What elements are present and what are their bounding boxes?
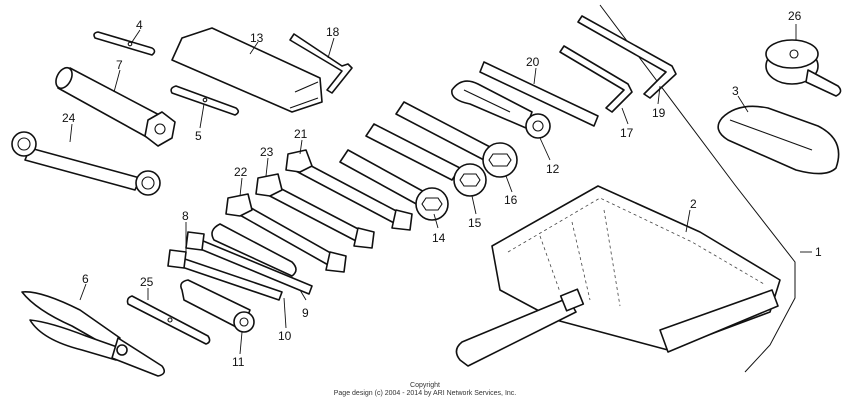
part-5-plate[interactable]: [170, 85, 240, 116]
part-13-tool-bag[interactable]: [171, 27, 323, 113]
callout-8[interactable]: 8: [182, 209, 189, 223]
callout-9[interactable]: 9: [302, 306, 309, 320]
part-15-ring-spanner[interactable]: [365, 123, 487, 197]
callout-4[interactable]: 4: [136, 18, 143, 32]
callout-5[interactable]: 5: [195, 129, 202, 143]
callout-2[interactable]: 2: [690, 197, 697, 211]
part-23-open-wrench[interactable]: [255, 173, 375, 249]
copyright-line: Page design (c) 2004 - 2014 by ARI Netwo…: [333, 390, 517, 397]
callout-21[interactable]: 21: [294, 127, 308, 141]
part-24-ring-wrench[interactable]: [11, 131, 161, 196]
part-11-plug-socket[interactable]: [180, 279, 255, 333]
part-14-ring-spanner[interactable]: [339, 149, 449, 221]
part-12-ratchet-wrench[interactable]: [451, 80, 551, 139]
assembly-outline: [599, 4, 796, 373]
part-7-socket-tube[interactable]: [53, 65, 176, 147]
part-17-hex-key[interactable]: [559, 45, 633, 113]
part-10-screwdriver-handle[interactable]: [211, 223, 297, 277]
callout-24[interactable]: 24: [62, 111, 76, 125]
callout-22[interactable]: 22: [234, 165, 248, 179]
callout-14[interactable]: 14: [432, 231, 446, 245]
callout-26[interactable]: 26: [788, 9, 802, 23]
callout-16[interactable]: 16: [504, 193, 518, 207]
callout-7[interactable]: 7: [116, 58, 123, 72]
callout-25[interactable]: 25: [140, 275, 154, 289]
part-19-hex-key[interactable]: [577, 15, 677, 99]
part-20-rod[interactable]: [479, 61, 599, 127]
part-6-pliers[interactable]: [21, 291, 166, 377]
part-21-open-wrench[interactable]: [285, 149, 413, 231]
callout-3[interactable]: 3: [732, 84, 739, 98]
part-9-screwdriver[interactable]: [185, 231, 313, 295]
callout-17[interactable]: 17: [620, 126, 634, 140]
callout-10[interactable]: 10: [278, 329, 292, 343]
callout-labels: 1 2 3 4 5 6 7 8 9 10 11 12 13 14 15 16 1…: [62, 9, 822, 369]
part-18-hex-key[interactable]: [289, 33, 353, 94]
callout-13[interactable]: 13: [250, 31, 264, 45]
leader-lines: [69, 24, 812, 355]
part-26-ratchet-handle[interactable]: [765, 39, 842, 97]
callout-1[interactable]: 1: [815, 245, 822, 259]
callout-15[interactable]: 15: [468, 216, 482, 230]
part-2-tool-roll[interactable]: [455, 185, 781, 367]
part-25-plate[interactable]: [126, 295, 211, 345]
callout-12[interactable]: 12: [546, 162, 560, 176]
part-3-pouch[interactable]: [717, 105, 840, 175]
callout-19[interactable]: 19: [652, 106, 666, 120]
callout-20[interactable]: 20: [526, 55, 540, 69]
copyright-label: Copyright: [410, 382, 440, 389]
callout-23[interactable]: 23: [260, 145, 274, 159]
callout-18[interactable]: 18: [326, 25, 340, 39]
callout-6[interactable]: 6: [82, 272, 89, 286]
part-16-ring-spanner[interactable]: [395, 101, 518, 178]
part-22-open-wrench[interactable]: [225, 193, 347, 273]
part-4-plate[interactable]: [93, 31, 156, 56]
part-8-screwdriver[interactable]: [167, 249, 283, 301]
callout-11[interactable]: 11: [232, 355, 245, 369]
